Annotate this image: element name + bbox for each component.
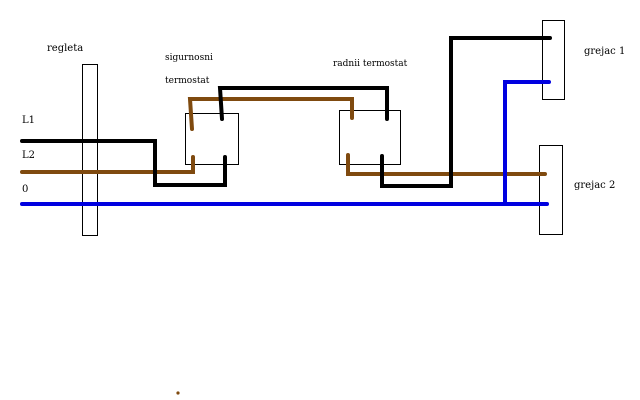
terminal-strip-regleta: [82, 64, 98, 236]
label-l1: L1: [22, 115, 36, 126]
wire-l2-to-heater-2: [346, 153, 547, 176]
wire-l2-input: [20, 155, 195, 174]
heater-1-box: [542, 20, 565, 100]
wire-l1-thermostat-link: [217, 86, 389, 121]
wire-neutral-to-heater-1: [503, 80, 551, 206]
wire-l1-input: [20, 139, 227, 187]
stray-dot: [176, 391, 180, 395]
label-safety-thermostat-1: sigurnosni: [165, 53, 213, 63]
label-heater-2: grejac 2: [574, 180, 616, 191]
wire-l2-thermostat-link: [187, 97, 354, 131]
label-heater-1: grejac 1: [584, 46, 626, 57]
label-regleta: regleta: [47, 43, 84, 54]
label-safety-thermostat-2: termostat: [165, 76, 210, 86]
working-thermostat-box: [339, 110, 401, 165]
safety-thermostat-box: [185, 113, 239, 165]
heater-2-box: [539, 145, 563, 235]
wire-l1-to-heater-1: [380, 36, 552, 188]
label-l2: L2: [22, 150, 36, 161]
label-working-thermostat: radnii termostat: [333, 59, 408, 69]
label-neutral: 0: [22, 184, 29, 195]
